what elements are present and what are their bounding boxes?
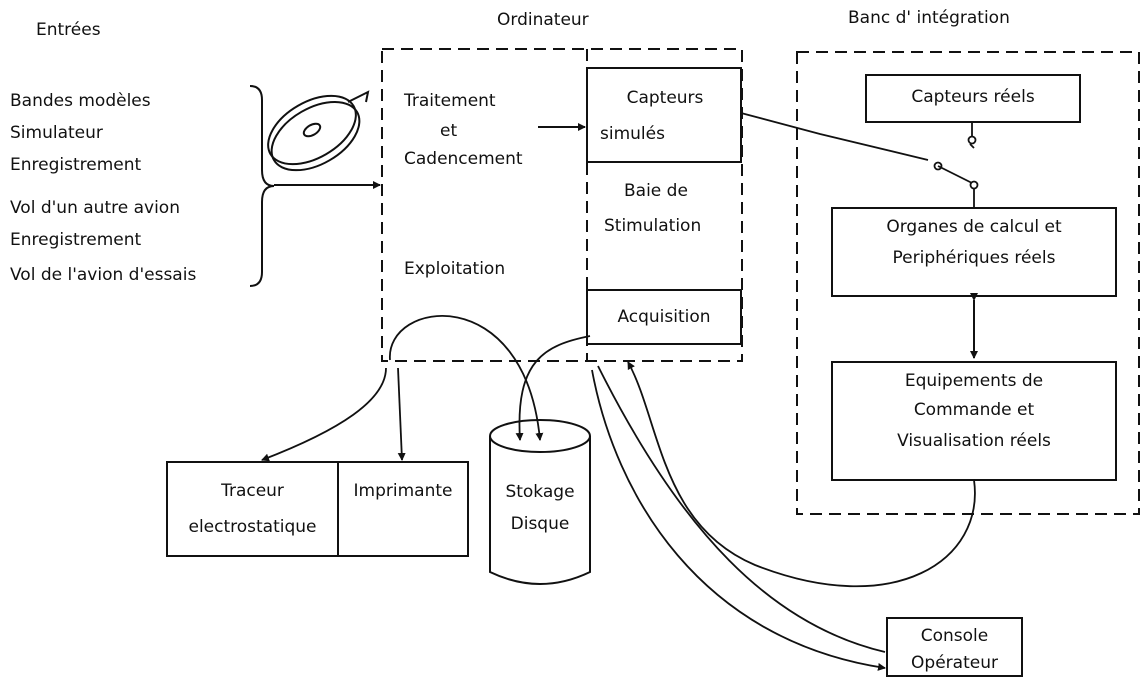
processing-label: Traitement [404, 91, 496, 111]
simulated-sensors-box [586, 67, 742, 163]
equipment-label: Commande et [913, 400, 1035, 420]
acquisition-label: Acquisition [617, 307, 711, 327]
console-box [886, 617, 1023, 677]
plotter-label: electrostatique [188, 517, 317, 537]
computer-dashed-box [381, 48, 743, 362]
simulated-sensors-label: simulés [600, 124, 665, 144]
real-sensors-label: Capteurs réels [911, 87, 1035, 107]
input-item: Simulateur [10, 123, 103, 143]
disk-cylinder [489, 436, 591, 585]
input-item: Enregistrement [10, 230, 142, 250]
stimulation-bay-label: Stimulation [604, 216, 702, 236]
bench-dashed-box [796, 51, 1140, 515]
tape-reel-icon [267, 94, 361, 172]
input-item: Enregistrement [10, 155, 142, 175]
input-item: Vol de l'avion d'essais [10, 265, 197, 285]
exploitation-label: Exploitation [404, 259, 506, 279]
input-brace [249, 85, 275, 287]
console-label: Console [920, 626, 989, 646]
processing-label: et [440, 121, 458, 141]
stimulation-bay-label: Baie de [624, 181, 688, 201]
real-sensors-box [865, 74, 1081, 123]
header-bench: Banc d' intégration [848, 8, 1010, 28]
equipment-label: Equipements de [904, 371, 1044, 391]
header-inputs: Entrées [36, 20, 101, 40]
equipment-label: Visualisation réels [897, 431, 1051, 451]
simulated-sensors-label: Capteurs [626, 88, 704, 108]
plotter-printer-box [166, 461, 469, 557]
disk-label: Disque [510, 514, 570, 534]
plotter-label: Traceur [221, 481, 284, 501]
processing-label: Cadencement [404, 149, 523, 169]
acquisition-box [586, 289, 742, 345]
computing-units-label: Periphériques réels [892, 248, 1056, 268]
computing-units-label: Organes de calcul et [886, 217, 1062, 237]
disk-label: Stokage [505, 482, 575, 502]
input-item: Vol d'un autre avion [10, 198, 180, 218]
header-computer: Ordinateur [497, 10, 589, 30]
printer-label: Imprimante [353, 481, 453, 501]
console-label: Opérateur [911, 653, 998, 673]
input-item: Bandes modèles [10, 91, 151, 111]
